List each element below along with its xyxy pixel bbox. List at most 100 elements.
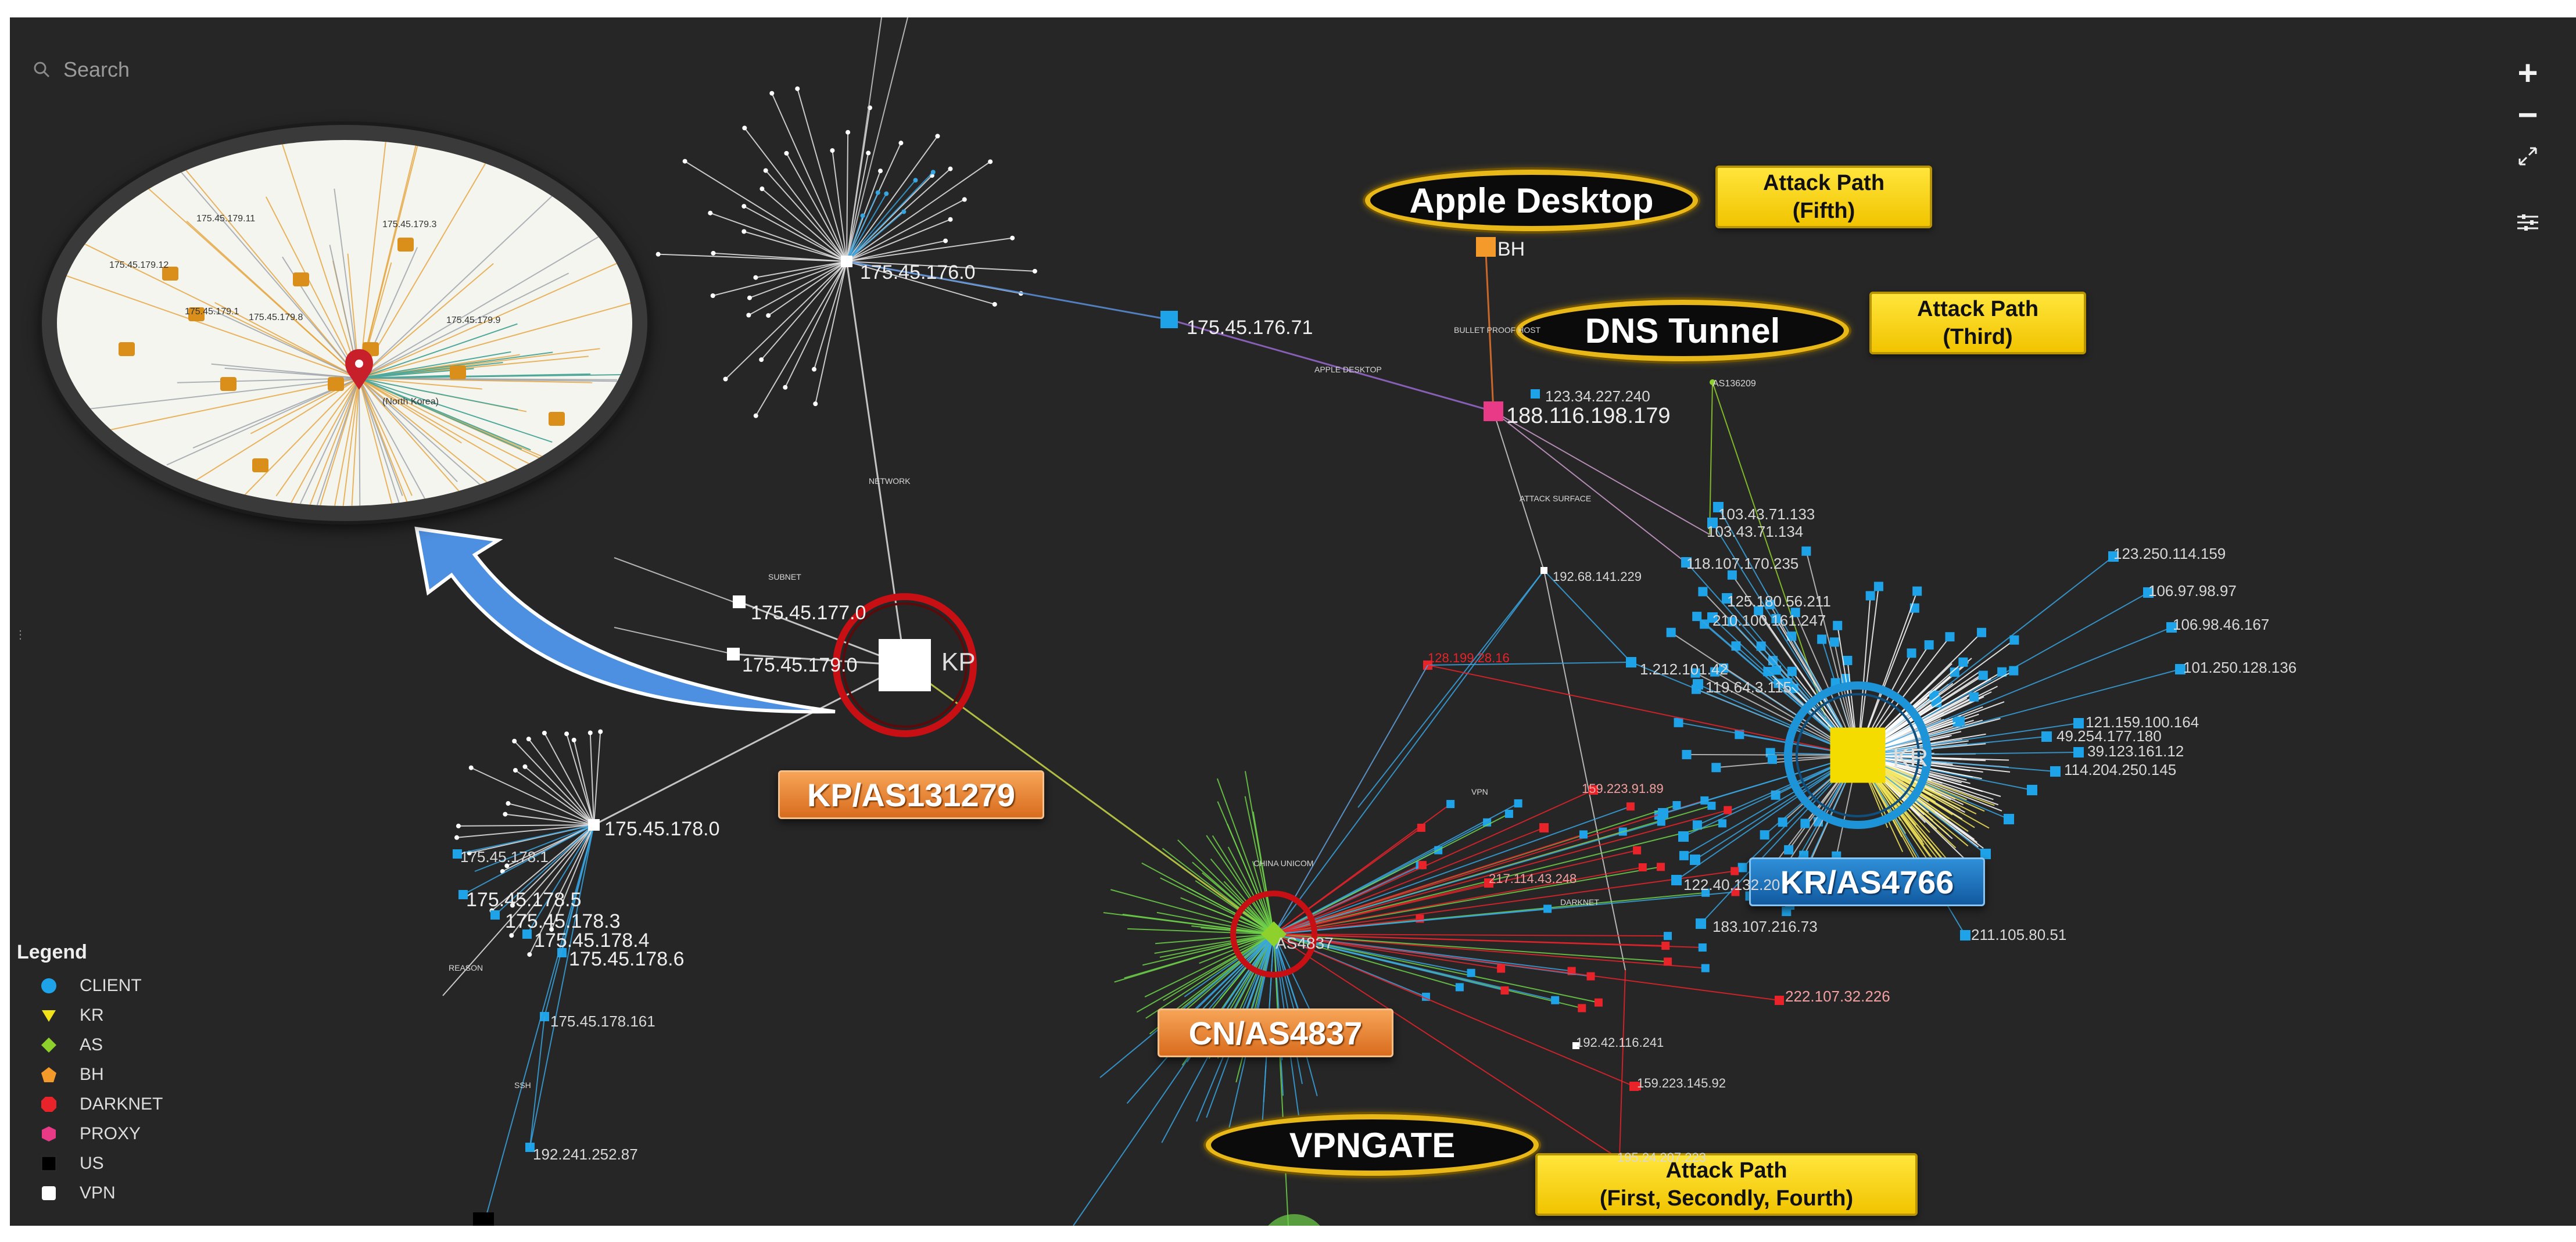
- graph-settings-button[interactable]: [2507, 202, 2548, 243]
- graph-edge: [491, 824, 594, 911]
- graph-node: [948, 166, 953, 171]
- graph-edge: [1718, 507, 1858, 756]
- graph-node: [1711, 763, 1721, 773]
- network-graph[interactable]: [10, 17, 2576, 1226]
- edge-label: SUBNET: [768, 572, 801, 581]
- graph-node: [784, 150, 789, 156]
- graph-edge: [1273, 803, 1451, 935]
- graph-edge: [1857, 736, 2047, 756]
- graph-edge: [1185, 934, 1274, 1020]
- graph-node: [2175, 664, 2186, 674]
- graph-node: [1783, 678, 1793, 688]
- graph-edge: [1273, 934, 1666, 947]
- attack-path-first-line1: Attack Path: [1665, 1158, 1787, 1183]
- node-label: 1.212.101.42: [1640, 661, 1728, 678]
- graph-edge: [761, 188, 847, 262]
- lens-edge: [359, 378, 458, 482]
- graph-node: [1707, 518, 1718, 528]
- node-label: 119.64.3.115: [1706, 679, 1792, 696]
- lens-node: [293, 272, 309, 286]
- graph-edge: [514, 741, 594, 825]
- graph-edge: [528, 738, 594, 825]
- graph-edge: [1273, 834, 1584, 935]
- lens-edge: [359, 378, 531, 451]
- node-label: 121.159.100.164: [2086, 713, 2199, 731]
- kp-as-badge: KP/AS131279: [778, 770, 1044, 819]
- graph-node: [1997, 667, 2007, 677]
- graph-edge: [1145, 934, 1274, 1019]
- node-label: 192.68.141.229: [1553, 569, 1642, 584]
- lens-edge: [359, 378, 488, 491]
- graph-node: [708, 210, 713, 216]
- legend-label: PROXY: [80, 1123, 141, 1143]
- kp-hub-ring: [833, 593, 977, 737]
- graph-node: [453, 849, 462, 859]
- graph-edge: [1154, 934, 1274, 954]
- graph-edge: [1223, 881, 1274, 935]
- graph-edge: [1210, 858, 1274, 935]
- lens-edge: [359, 263, 494, 379]
- graph-edge: [1273, 908, 1548, 935]
- graph-edge: [1177, 839, 1274, 935]
- graph-edge: [1127, 928, 1274, 935]
- zoom-in-button[interactable]: +: [2517, 53, 2538, 92]
- kr-hub-node: [1830, 727, 1886, 783]
- graph-node: [1710, 379, 1715, 385]
- lens-edge: [265, 196, 360, 379]
- circle-icon: [41, 978, 56, 993]
- graph-node: [1626, 657, 1636, 667]
- pointer-arrow-icon: [414, 526, 836, 714]
- graph-edge: [1857, 669, 2181, 756]
- graph-node: [1754, 606, 1764, 616]
- graph-node: [723, 376, 728, 382]
- graph-edge: [474, 824, 594, 872]
- zoom-out-button[interactable]: −: [2517, 95, 2538, 134]
- graph-node: [1718, 819, 1727, 828]
- graph-edge: [846, 132, 849, 262]
- graph-node: [1865, 591, 1875, 601]
- graph-edge: [463, 824, 594, 895]
- kr-hub-ring: [1784, 681, 1932, 829]
- graph-node: [1958, 657, 1968, 667]
- drag-handle-icon[interactable]: ⋮: [15, 629, 26, 641]
- node-label: 106.98.46.167: [2173, 616, 2270, 633]
- edge-label: DARKNET: [1560, 898, 1599, 907]
- graph-edge: [1099, 934, 1274, 1078]
- search-box[interactable]: Search: [33, 52, 130, 87]
- lens-edge: [334, 188, 360, 379]
- lens-node: [549, 412, 565, 426]
- lens-edge: [359, 378, 518, 411]
- graph-edge: [1273, 806, 1631, 935]
- graph-edge: [1195, 880, 1274, 935]
- node-label: 192.42.116.241: [1576, 1035, 1664, 1050]
- lens-edge: [359, 378, 581, 506]
- node-label: 118.107.170.235: [1686, 555, 1799, 572]
- graph-node: [1658, 808, 1668, 819]
- lens-edge: [359, 378, 617, 381]
- graph-node: [1626, 802, 1635, 811]
- graph-node: [1010, 235, 1015, 240]
- node-label: 195.24.207.223: [1617, 1150, 1706, 1165]
- lens-edge: [359, 378, 393, 506]
- graph-node: [1698, 943, 1707, 952]
- graph-node: [1690, 668, 1700, 678]
- attack-path-fifth: Attack Path (Fifth): [1715, 166, 1932, 228]
- graph-node: [1633, 846, 1642, 855]
- graph-node: [1594, 998, 1603, 1007]
- lens-label: 175.45.179.11: [196, 214, 255, 224]
- lens-edge: [359, 351, 553, 379]
- lens-label: 175.45.179.1: [185, 307, 239, 317]
- node-label: 175.45.177.0: [751, 602, 866, 624]
- graph-node: [2041, 731, 2052, 742]
- search-placeholder[interactable]: Search: [63, 58, 130, 81]
- lens-label: 175.45.179.8: [249, 313, 303, 322]
- graph-node: [2004, 814, 2014, 824]
- fit-view-button[interactable]: [2507, 136, 2548, 177]
- graph-edge: [1712, 522, 1858, 756]
- graph-node: [1701, 964, 1710, 972]
- attack-path-third-line2: (Third): [1943, 325, 2013, 349]
- legend-label: AS: [80, 1035, 103, 1054]
- graph-edge: [1273, 934, 1668, 937]
- graph-node: [588, 819, 600, 831]
